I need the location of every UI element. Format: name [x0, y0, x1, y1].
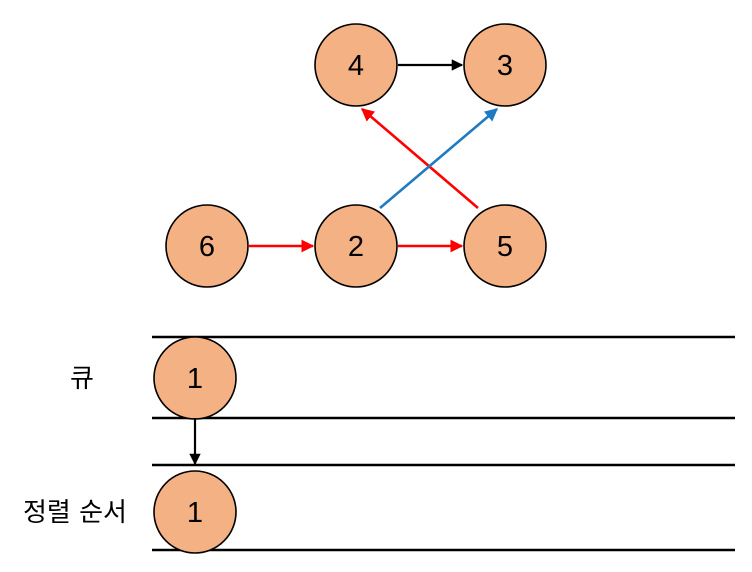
node-label-4: 4	[348, 50, 364, 82]
graph-node-5[interactable]: 5	[463, 204, 547, 288]
node-circle-5[interactable]	[463, 204, 547, 288]
node-label-3: 3	[497, 50, 513, 82]
graph-node-2[interactable]: 2	[314, 204, 398, 288]
sorted-order-lane: 정렬 순서 1	[23, 463, 735, 554]
node-label-2: 2	[348, 231, 364, 263]
edge-5-to-4	[361, 108, 479, 209]
node-label-6: 6	[199, 231, 215, 263]
node-circle-3[interactable]	[463, 23, 547, 107]
node-circle-4[interactable]	[314, 23, 398, 107]
sorted-order-item-label: 1	[187, 497, 203, 529]
queue-item-1[interactable]: 1	[153, 336, 237, 420]
graph-node-3[interactable]: 3	[463, 23, 547, 107]
edge-2-to-3	[379, 108, 498, 209]
sorted-order-item-1[interactable]: 1	[153, 470, 237, 554]
sorted-order-item-circle[interactable]	[153, 470, 237, 554]
sorted-order-lane-label: 정렬 순서	[23, 498, 127, 528]
node-circle-6[interactable]	[165, 204, 249, 288]
graph-edges	[249, 59, 498, 253]
graph-node-4[interactable]: 4	[314, 23, 398, 107]
graph-node-6[interactable]: 6	[165, 204, 249, 288]
queue-item-label: 1	[187, 363, 203, 395]
node-circle-2[interactable]	[314, 204, 398, 288]
queue-lane: 큐 1	[70, 335, 735, 420]
queue-lane-label: 큐	[70, 364, 94, 394]
node-label-5: 5	[497, 231, 513, 263]
graph-nodes: 4 3 6 2 5	[165, 23, 547, 288]
